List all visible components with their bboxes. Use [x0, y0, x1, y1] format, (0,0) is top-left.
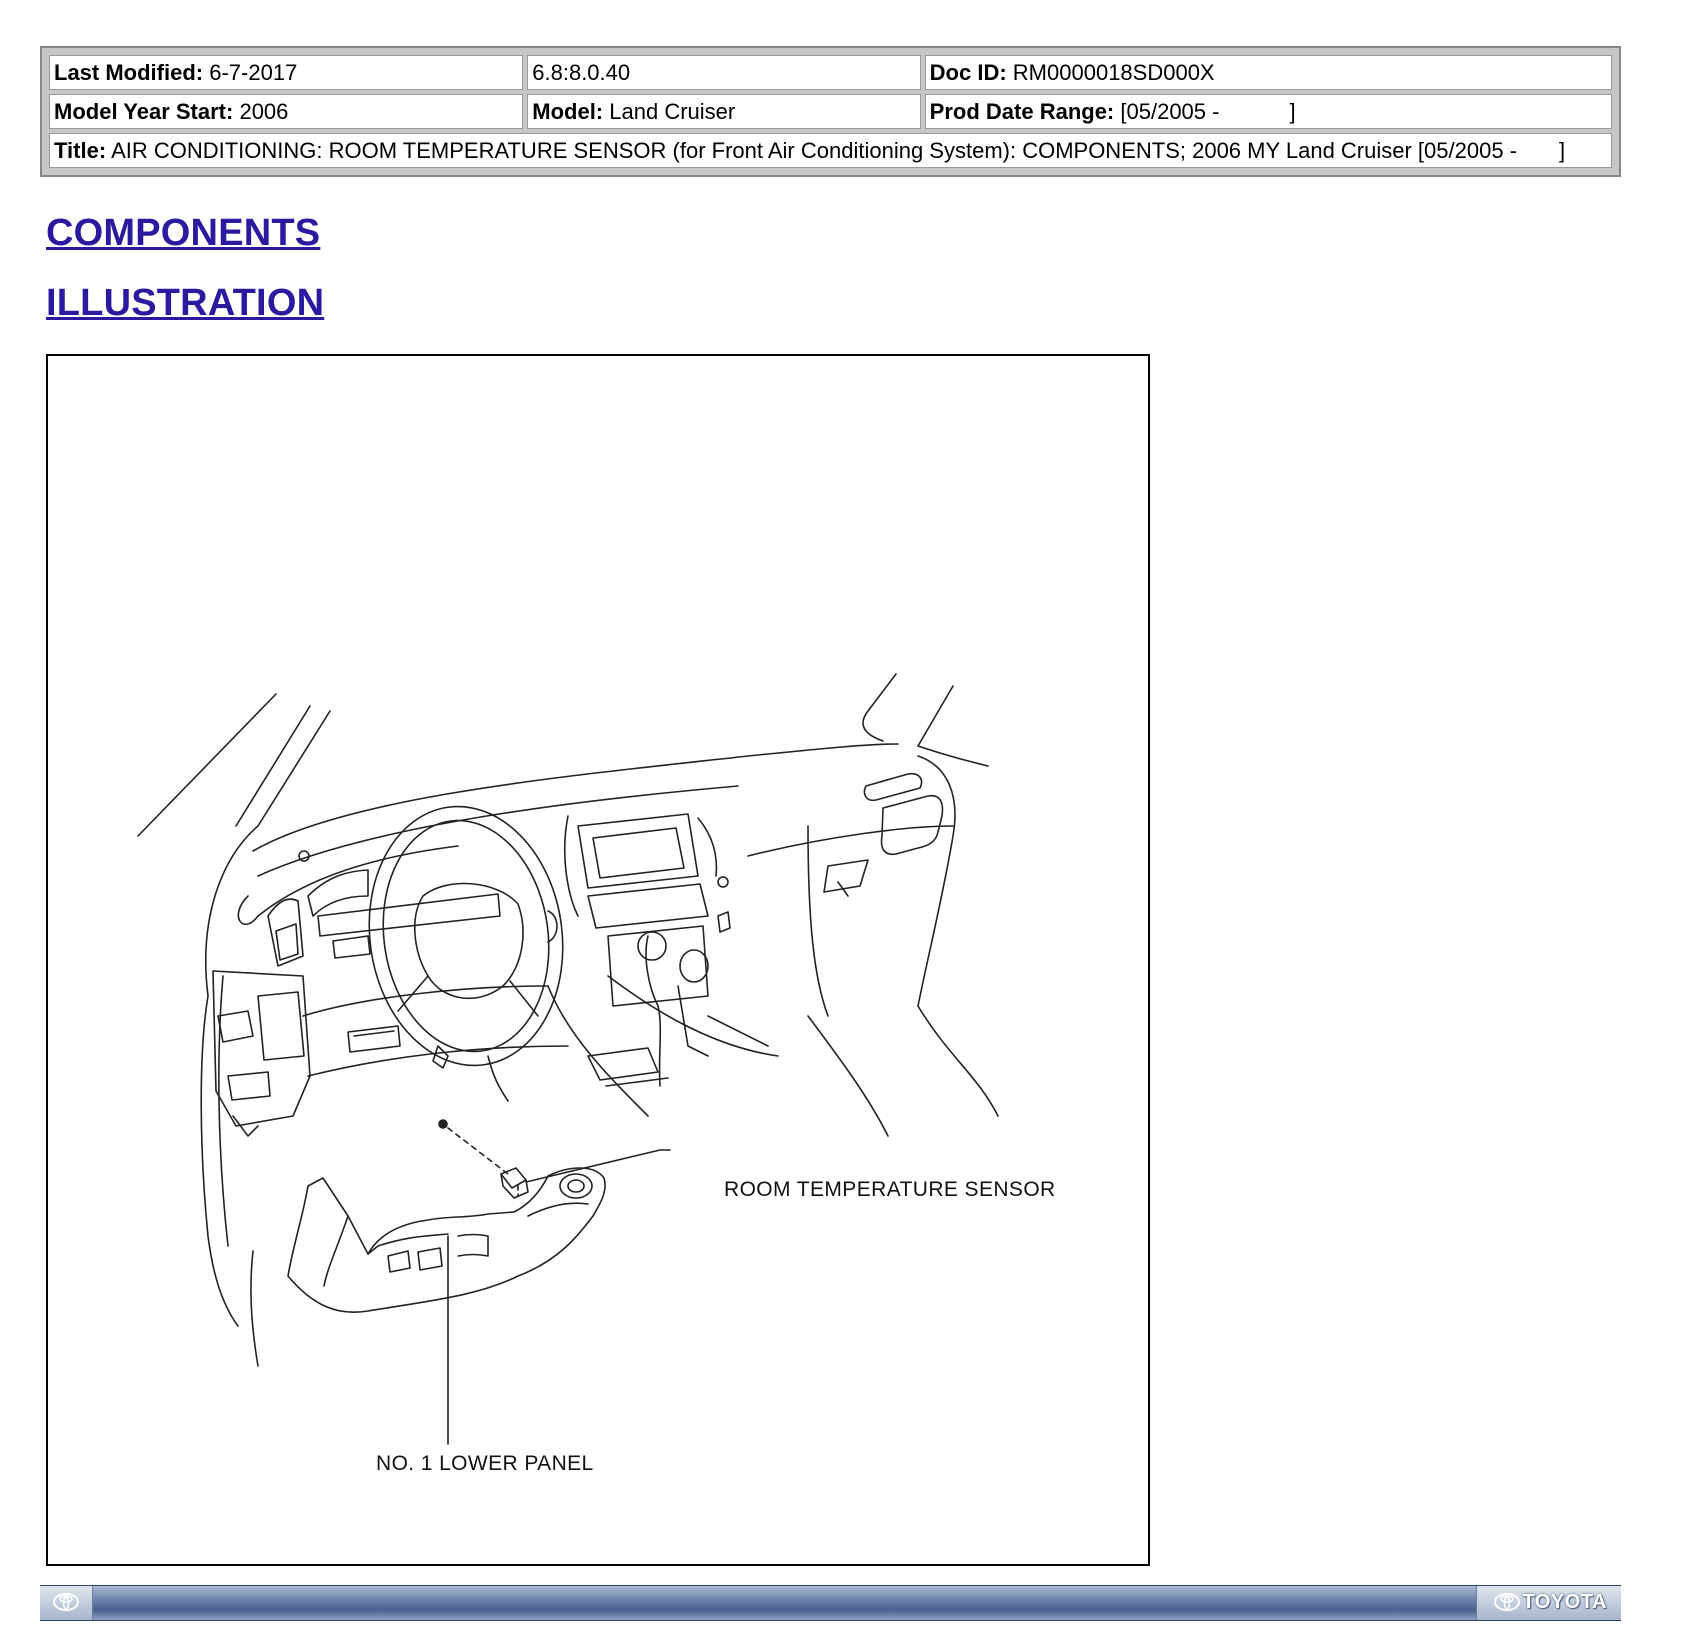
prod-date-cell: Prod Date Range: [05/2005 -]	[924, 94, 1612, 129]
dashboard-line-drawing	[137, 673, 999, 1445]
illustration-figure: ROOM TEMPERATURE SENSOR NO. 1 LOWER PANE…	[46, 354, 1150, 1566]
prod-date-label: Prod Date Range:	[929, 98, 1115, 124]
doc-id-cell: Doc ID: RM0000018SD000X	[924, 55, 1612, 90]
prod-date-close: ]	[1289, 98, 1296, 124]
prod-date-value: [05/2005 -	[1120, 98, 1220, 124]
last-modified-cell: Last Modified: 6-7-2017	[49, 55, 524, 90]
toyota-brand-label: TOYOTA	[1522, 1591, 1607, 1613]
components-heading[interactable]: COMPONENTS	[46, 212, 321, 254]
model-value: Land Cruiser	[609, 98, 736, 124]
toyota-logo-icon	[53, 1593, 79, 1611]
version-cell: 6.8:8.0.40	[527, 55, 921, 90]
last-modified-value: 6-7-2017	[209, 59, 298, 85]
model-year-value: 2006	[239, 98, 289, 124]
version-value: 6.8:8.0.40	[532, 59, 631, 85]
title-close: ]	[1559, 137, 1566, 163]
last-modified-label: Last Modified:	[54, 59, 204, 85]
title-label: Title:	[54, 137, 107, 163]
doc-id-label: Doc ID:	[929, 59, 1007, 85]
lower-panel-callout: NO. 1 LOWER PANEL	[376, 1452, 594, 1475]
footer-left-cap	[40, 1586, 93, 1620]
document-header-table: Last Modified: 6-7-2017 6.8:8.0.40 Doc I…	[40, 46, 1621, 177]
title-cell: Title: AIR CONDITIONING: ROOM TEMPERATUR…	[49, 133, 1612, 168]
model-cell: Model: Land Cruiser	[527, 94, 921, 129]
model-year-label: Model Year Start:	[54, 98, 234, 124]
illustration-heading[interactable]: ILLUSTRATION	[46, 282, 325, 324]
footer-right-cap: TOYOTA	[1476, 1586, 1621, 1620]
model-year-cell: Model Year Start: 2006	[49, 94, 524, 129]
room-temperature-sensor-callout: ROOM TEMPERATURE SENSOR	[724, 1178, 1056, 1201]
title-value: AIR CONDITIONING: ROOM TEMPERATURE SENSO…	[111, 137, 1517, 163]
toyota-emblem-icon	[1494, 1593, 1520, 1611]
footer-bar: TOYOTA	[40, 1585, 1621, 1621]
doc-id-value: RM0000018SD000X	[1012, 59, 1215, 85]
model-label: Model:	[532, 98, 604, 124]
